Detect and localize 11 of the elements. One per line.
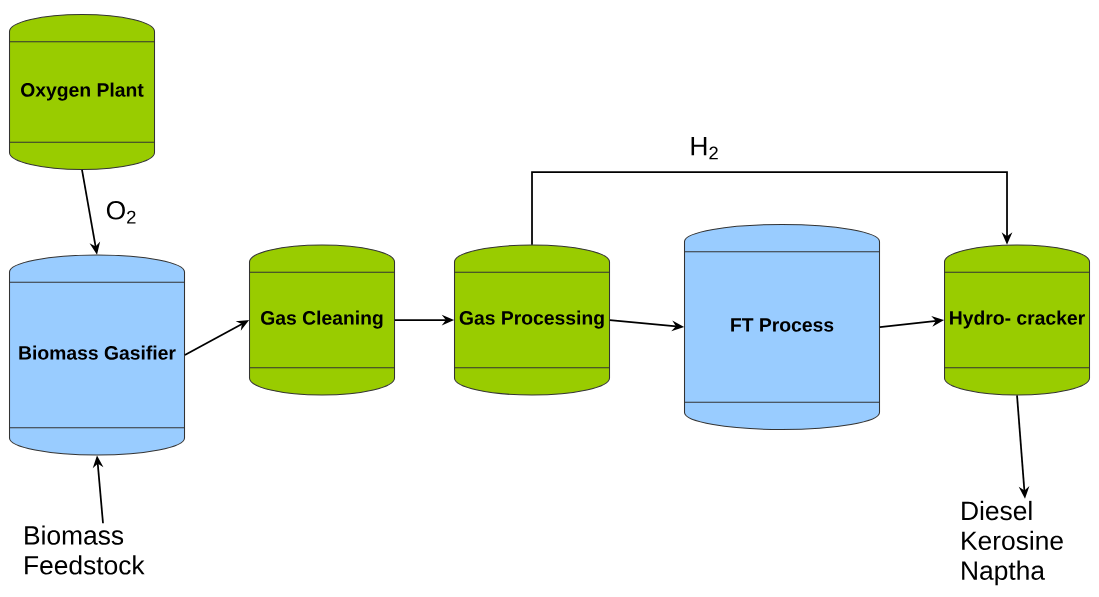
process-vessel: Gas Cleaning: [249, 244, 396, 396]
stream-label: Biomass Feedstock: [25, 525, 145, 575]
process-vessel: Biomass Gasifier: [9, 254, 186, 456]
process-vessel: Oxygen Plant: [9, 13, 156, 171]
process-vessel: Gas Processing: [454, 244, 611, 396]
edge-label: H$_{2}$: [691, 137, 718, 160]
flow-arrow: [531, 171, 1013, 246]
stream-label: Diesel Kerosine Naptha: [962, 500, 1063, 586]
process-vessel: Hydro- cracker: [944, 244, 1091, 396]
edge-label: O$_{2}$: [106, 200, 136, 224]
process-vessel: FT Process: [684, 224, 881, 431]
